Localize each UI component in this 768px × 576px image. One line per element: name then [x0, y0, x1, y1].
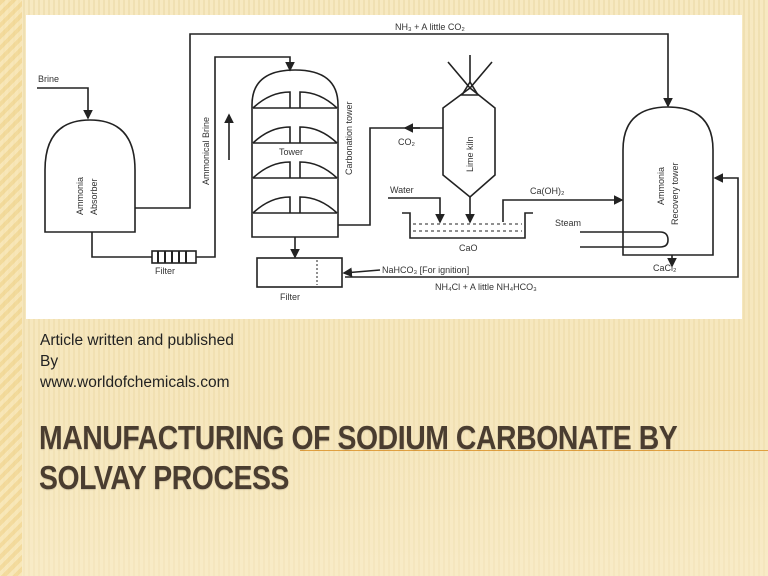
- caoh2-line: [502, 195, 624, 222]
- water-line: [388, 197, 445, 224]
- label-tower: Tower: [279, 147, 303, 157]
- byline: Article written and published By www.wor…: [40, 330, 234, 393]
- label-nh4cl: NH₄Cl + A little NH₄HCO₃: [435, 282, 537, 292]
- label-ammonia-absorber-2: Absorber: [89, 178, 99, 215]
- decorative-left-stripe: [0, 0, 22, 576]
- filter-2: [256, 257, 343, 288]
- label-ammonia-absorber-1: Ammonia: [75, 177, 85, 215]
- label-caoh2: Ca(OH)₂: [530, 186, 565, 196]
- nh3-recycle-line: [135, 33, 673, 209]
- label-water: Water: [390, 185, 414, 195]
- label-ammonia-recovery-1: Ammonia: [656, 167, 666, 205]
- label-lime-kiln: Lime kiln: [465, 136, 475, 172]
- label-filter-1: Filter: [155, 266, 175, 276]
- nh4cl-return-line: [345, 173, 739, 278]
- nahco3-arrow: [342, 267, 381, 278]
- label-brine: Brine: [38, 74, 59, 84]
- label-filter-2: Filter: [280, 292, 300, 302]
- carbonation-tower: [251, 69, 339, 238]
- byline-url: www.worldofchemicals.com: [40, 374, 230, 391]
- label-steam: Steam: [555, 218, 581, 228]
- tower-baffles: [252, 91, 338, 214]
- label-ammonia-recovery-2: Recovery tower: [670, 162, 680, 225]
- label-nahco3: NaHCO₃ [For ignition]: [382, 265, 469, 275]
- absorber-outlet-line: [91, 232, 152, 258]
- label-cao: CaO: [459, 243, 478, 253]
- brine-inlet-line: [37, 87, 93, 120]
- label-ammonical-brine: Ammonical Brine: [201, 117, 211, 185]
- ammonical-brine-line: [196, 56, 295, 258]
- steam-coil: [580, 231, 669, 248]
- accent-rule: [300, 450, 768, 451]
- label-co2: CO₂: [398, 137, 416, 147]
- ammonia-recovery-tower: [622, 106, 714, 256]
- label-cacl2: CaCl₂: [653, 263, 677, 273]
- slide-title-line-1: MANUFACTURING OF SODIUM CARBONATE BY: [39, 419, 678, 456]
- byline-line-1: Article written and published: [40, 332, 234, 349]
- label-carbonation-tower: Carbonation tower: [344, 101, 354, 175]
- slide-title: MANUFACTURING OF SODIUM CARBONATE BY SOL…: [39, 418, 678, 498]
- slide-title-line-2: SOLVAY PROCESS: [39, 459, 290, 496]
- ammonia-absorber: [44, 119, 136, 233]
- slaker-tank: [402, 212, 533, 239]
- byline-line-2: By: [40, 353, 59, 370]
- label-nh3-co2: NH₃ + A little CO₂: [395, 22, 465, 32]
